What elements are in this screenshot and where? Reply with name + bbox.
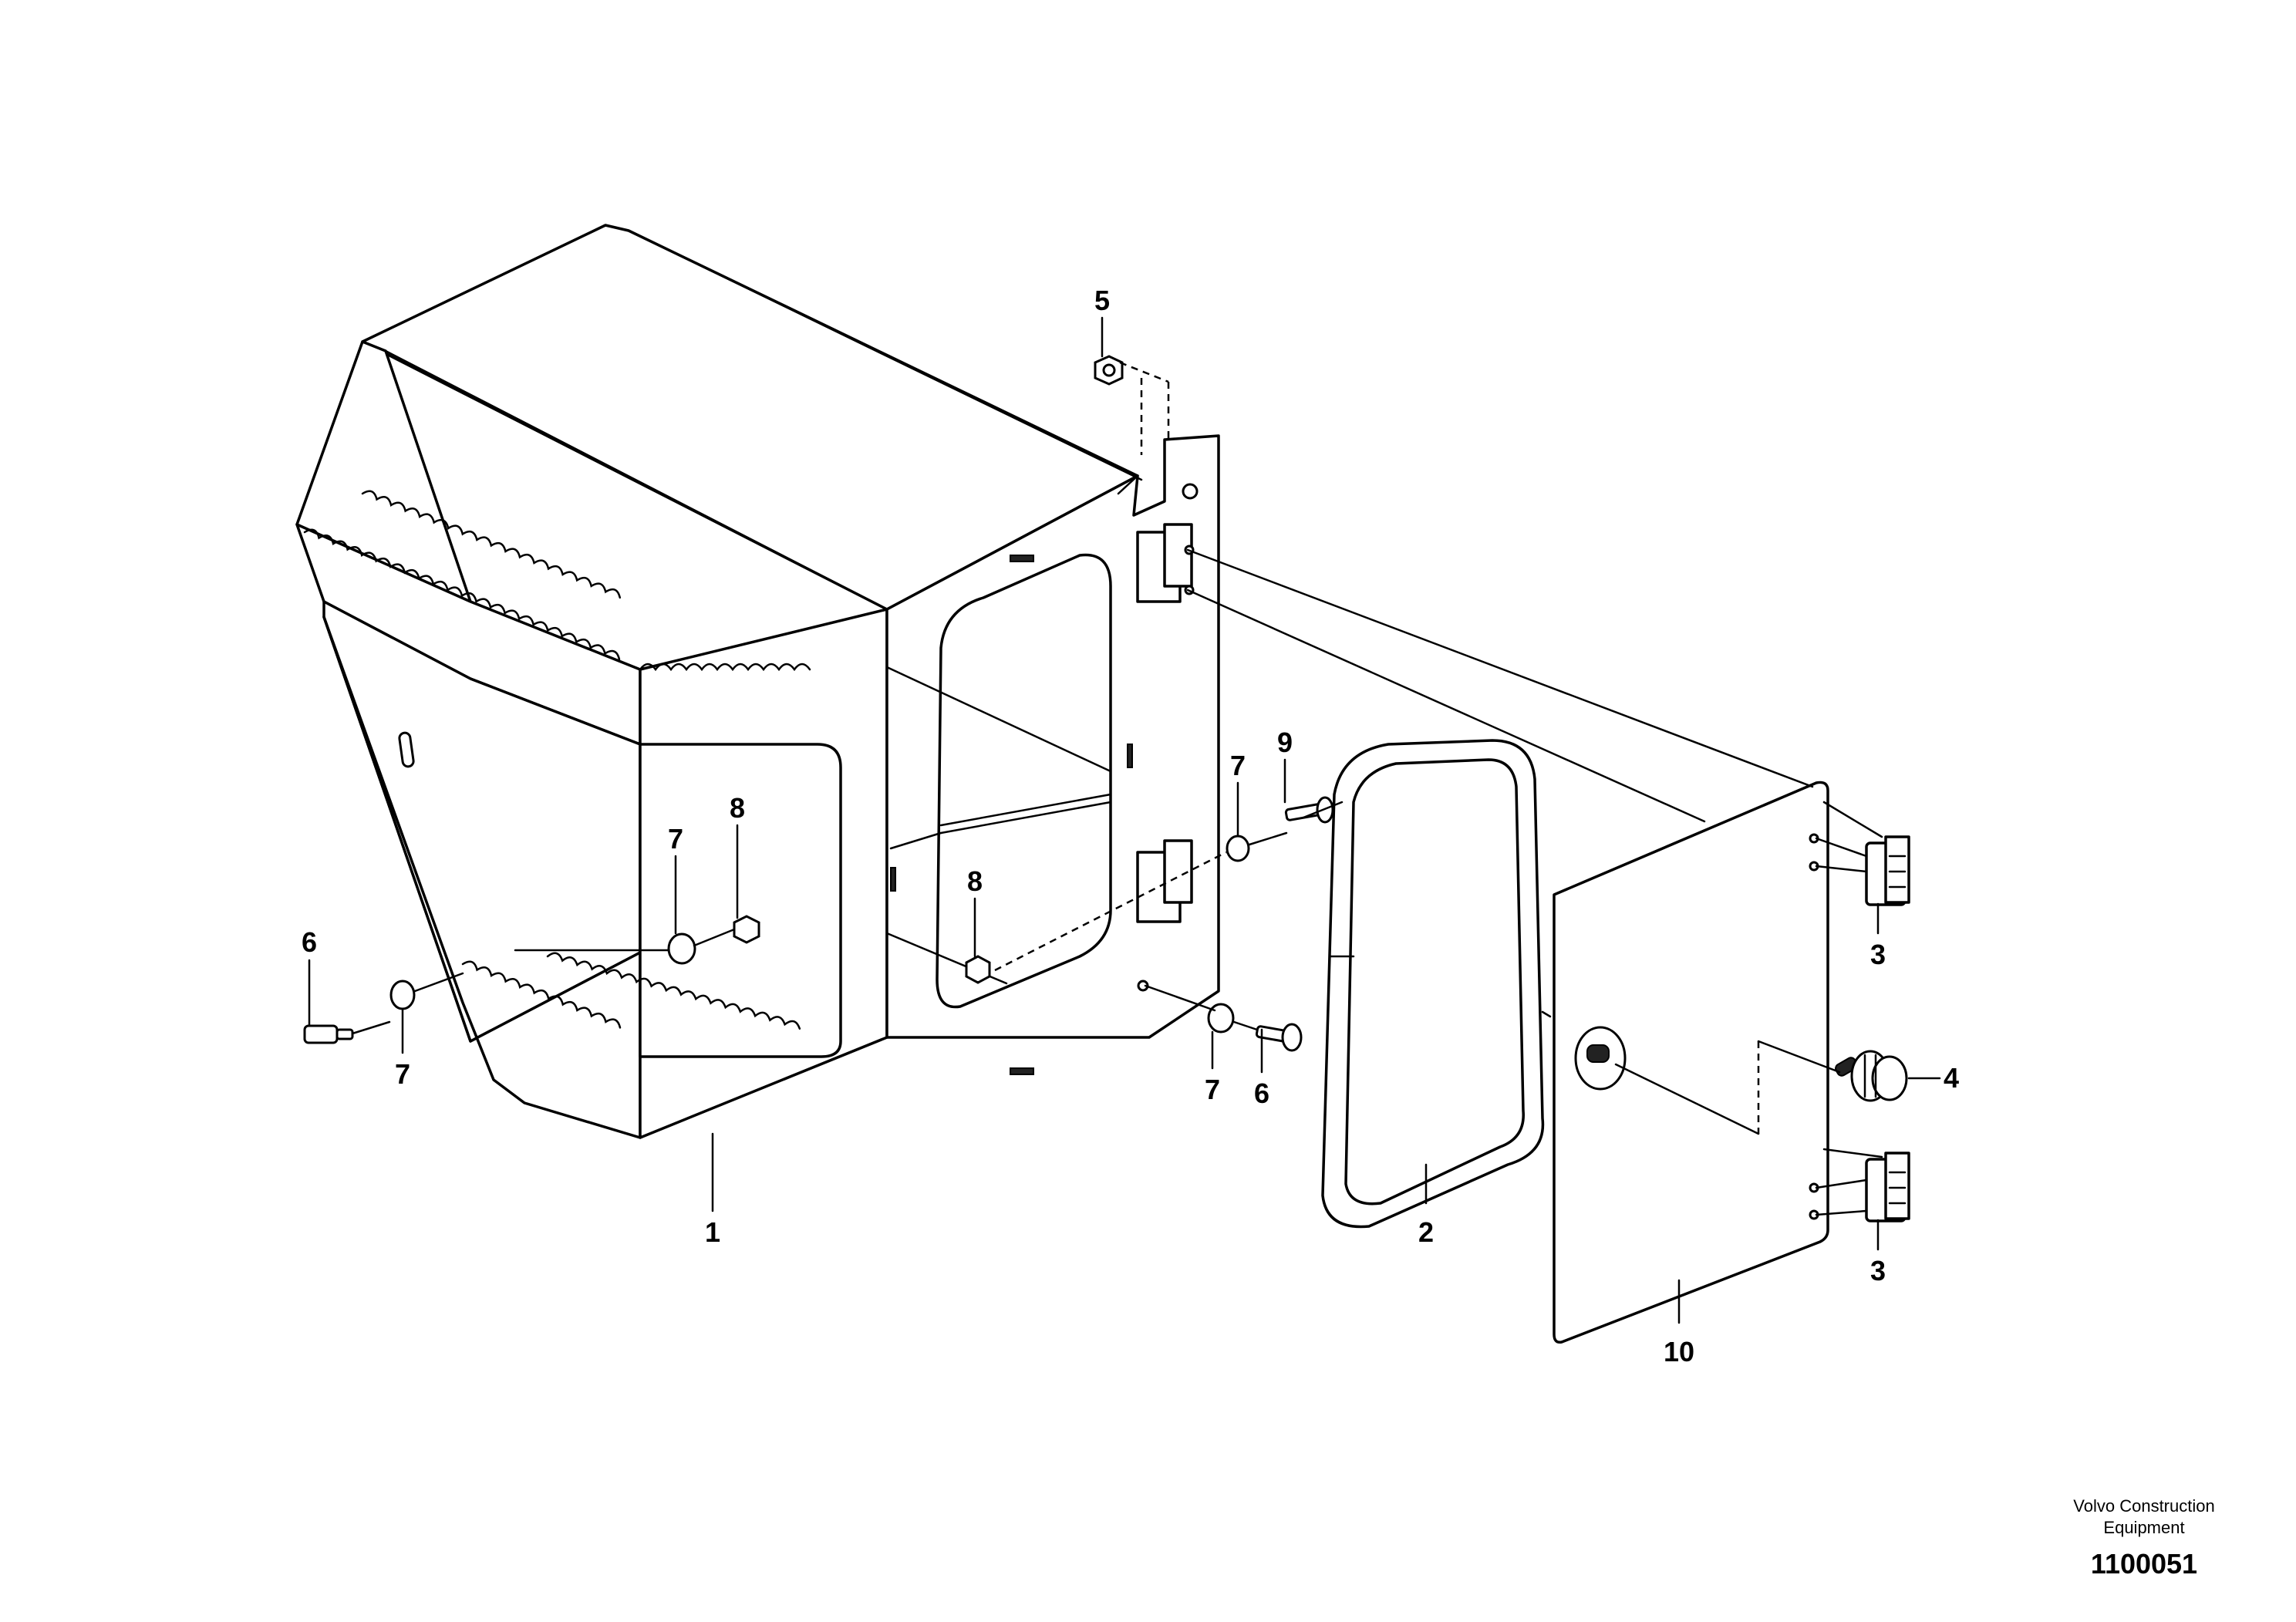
callout-7-left: 7 xyxy=(395,1058,410,1090)
callout-3-upper: 3 xyxy=(1870,939,1886,970)
callout-leaders xyxy=(308,316,1941,1324)
latch-lock xyxy=(1835,1050,1908,1102)
washer-lower-right xyxy=(1207,1003,1235,1034)
callout-6-left: 6 xyxy=(302,926,317,958)
callout-4: 4 xyxy=(1944,1062,1959,1094)
callout-7-lower-right: 7 xyxy=(1205,1074,1220,1105)
washer-middle-left xyxy=(667,932,696,965)
washer-left xyxy=(389,980,416,1010)
callout-8-middle: 8 xyxy=(730,792,745,824)
access-door-panel xyxy=(1553,781,1829,1344)
hinge-lower xyxy=(1865,1152,1910,1222)
assembly-lines xyxy=(351,361,1883,1216)
callout-8-inside: 8 xyxy=(967,865,983,897)
callout-6-right: 6 xyxy=(1254,1077,1269,1109)
callout-2: 2 xyxy=(1418,1216,1434,1248)
callout-10: 10 xyxy=(1664,1336,1694,1367)
nut-inside-box xyxy=(965,955,991,984)
drawing-id: 1100051 xyxy=(2091,1548,2197,1580)
nut-top xyxy=(1094,355,1124,386)
footer-block: Volvo Construction Equipment 1100051 xyxy=(2073,1496,2214,1580)
brand-line-1: Volvo Construction xyxy=(2073,1496,2214,1516)
callout-1: 1 xyxy=(705,1216,720,1248)
nut-middle-left xyxy=(733,915,760,944)
bolt-lower-right xyxy=(1255,1023,1303,1052)
callout-3-lower: 3 xyxy=(1870,1255,1886,1286)
callout-5: 5 xyxy=(1094,285,1110,316)
brand-line-2: Equipment xyxy=(2103,1518,2184,1537)
callout-9: 9 xyxy=(1277,727,1293,758)
washer-upper-right xyxy=(1226,835,1250,862)
step-box-body xyxy=(295,224,1220,1139)
callout-7-middle: 7 xyxy=(668,823,683,855)
hinge-upper xyxy=(1865,835,1910,906)
door-seal-gasket xyxy=(1321,739,1545,1229)
callout-7-upper-right: 7 xyxy=(1230,750,1246,781)
bolt-middle xyxy=(1284,796,1334,824)
bolt-left xyxy=(303,1024,354,1044)
callout-labels: 1 2 3 3 4 5 6 6 7 7 7 7 8 8 9 10 xyxy=(302,285,1959,1367)
